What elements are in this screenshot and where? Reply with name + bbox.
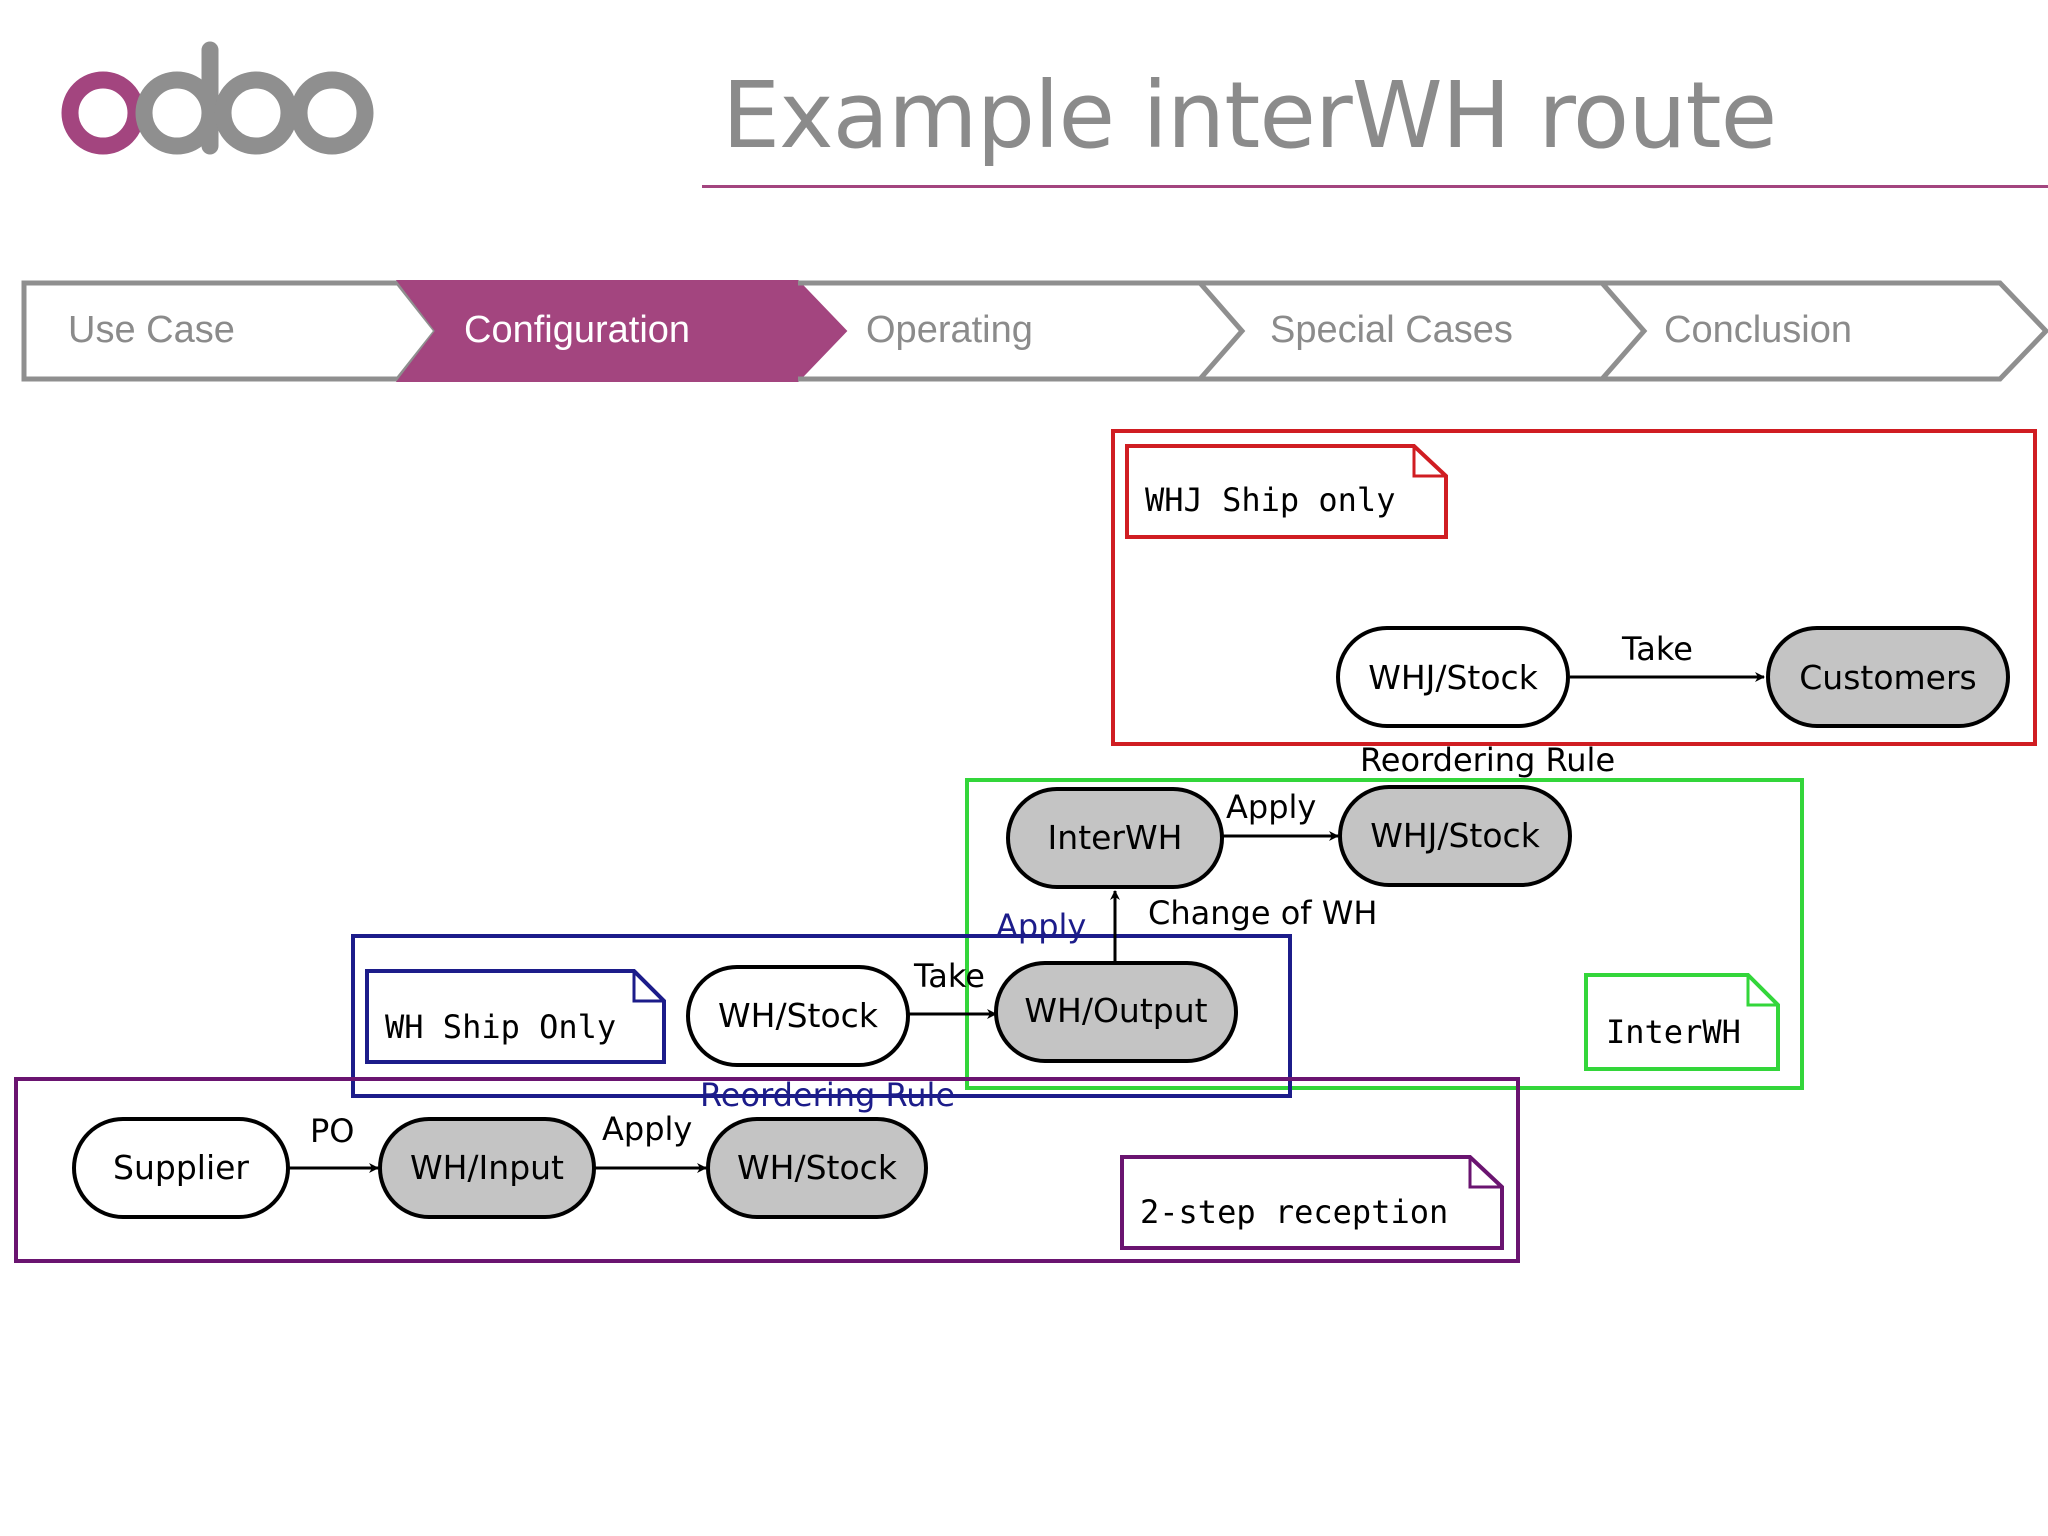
step-label: Operating bbox=[866, 309, 1033, 351]
edge-label-apply: Apply bbox=[1226, 788, 1316, 826]
node-label: InterWH bbox=[1048, 818, 1183, 857]
step-label: Special Cases bbox=[1270, 309, 1513, 351]
note-interwh: InterWH bbox=[1584, 973, 1780, 1071]
node-label: Supplier bbox=[113, 1148, 249, 1187]
edge-label-apply: Apply bbox=[602, 1110, 692, 1148]
group-reception bbox=[14, 1077, 1520, 1263]
node-label: WH/Output bbox=[1024, 991, 1207, 1030]
step-breadcrumb: Use Case Configuration Operating Special… bbox=[21, 280, 2048, 382]
step-label: Conclusion bbox=[1664, 309, 1852, 351]
group-wh-ship bbox=[351, 934, 1292, 1098]
group-whj-ship bbox=[1111, 429, 2037, 746]
step-conclusion[interactable]: Conclusion bbox=[1602, 280, 2048, 382]
note-wh-ship-only: WH Ship Only bbox=[365, 969, 666, 1064]
note-whj-ship-only: WHJ Ship only bbox=[1125, 444, 1448, 539]
edge-label-reordering-rule: Reordering Rule bbox=[700, 1076, 955, 1114]
node-wh-output: WH/Output bbox=[994, 961, 1238, 1063]
node-wh-stock: WH/Stock bbox=[706, 1117, 928, 1219]
note-label: WHJ Ship only bbox=[1145, 481, 1395, 519]
node-label: WHJ/Stock bbox=[1370, 816, 1541, 855]
edge-label-take: Take bbox=[1621, 630, 1693, 668]
title-underline bbox=[702, 185, 2048, 188]
step-operating[interactable]: Operating bbox=[798, 280, 1246, 382]
edge-label-po: PO bbox=[310, 1112, 354, 1150]
step-use-case[interactable]: Use Case bbox=[21, 280, 440, 382]
node-label: WHJ/Stock bbox=[1368, 658, 1539, 697]
node-label: Customers bbox=[1799, 658, 1977, 697]
step-label: Use Case bbox=[68, 309, 235, 351]
step-label: Configuration bbox=[464, 309, 690, 351]
node-label: WH/Stock bbox=[718, 996, 879, 1035]
node-whj-stock: WHJ/Stock bbox=[1336, 626, 1570, 728]
node-label: WH/Stock bbox=[737, 1148, 898, 1187]
node-label: WH/Input bbox=[410, 1148, 564, 1187]
node-customers: Customers bbox=[1766, 626, 2010, 728]
edge-label-reordering-rule: Reordering Rule bbox=[1360, 741, 1615, 779]
note-2-step-reception: 2-step reception bbox=[1120, 1155, 1504, 1250]
odoo-logo: odoo bbox=[61, 41, 374, 155]
note-label: 2-step reception bbox=[1140, 1193, 1448, 1231]
step-special-cases[interactable]: Special Cases bbox=[1200, 280, 1648, 382]
note-label: InterWH bbox=[1606, 1013, 1741, 1051]
note-label: WH Ship Only bbox=[385, 1008, 616, 1046]
node-supplier: Supplier bbox=[72, 1117, 290, 1219]
node-whj-stock: WHJ/Stock bbox=[1338, 785, 1572, 887]
node-wh-stock: WH/Stock bbox=[686, 965, 910, 1067]
page-title: Example interWH route bbox=[722, 62, 1777, 169]
edge-label-change-of-wh: Change of WH bbox=[1148, 894, 1377, 932]
node-wh-input: WH/Input bbox=[378, 1117, 596, 1219]
edge-label-take: Take bbox=[913, 957, 985, 995]
edge-label-apply: Apply bbox=[996, 907, 1086, 945]
node-interwh: InterWH bbox=[1006, 787, 1224, 889]
